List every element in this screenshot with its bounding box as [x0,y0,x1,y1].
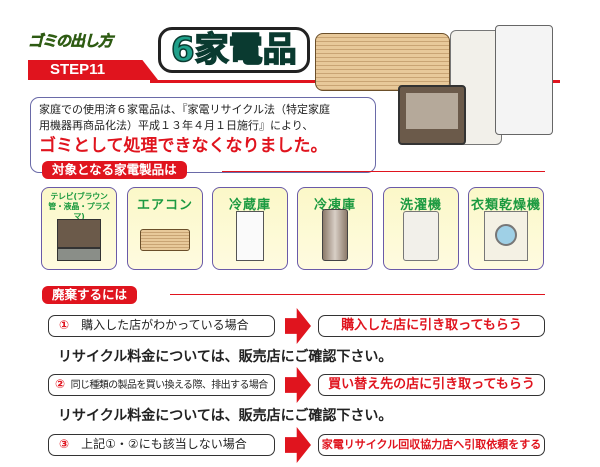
washing-machine-icon [403,211,439,261]
tv-icon [57,219,101,263]
case-number: ① [59,318,70,332]
target-item-washing-machine: 洗濯機 [383,187,459,270]
info-emphasis: ゴミとして処理できなくなりました。 [39,136,328,156]
condition-text: 上記①・②にも該当しない場合 [81,437,247,451]
info-line-2: 用機器再商品化法）平成１３年４月１日施行』により、 [39,119,314,132]
subtitle: ゴミの出し方 [28,32,114,51]
case-3-action: 家電リサイクル回収協力店へ引取依頼をする [318,434,545,456]
condition-text: 同じ種類の製品を買い換える際、排出する場合 [70,380,269,391]
item-label: 洗濯機 [399,198,442,213]
case-2-condition: ② 同じ種類の製品を買い換える際、排出する場合 [48,374,275,396]
divider [222,171,545,172]
item-label: エアコン [136,198,193,213]
info-line-1: 家庭での使用済６家電品は、『家電リサイクル法（特定家庭 [39,103,330,116]
arrow-right-icon [285,427,311,463]
target-item-clothes-dryer: 衣類乾燥機 [468,187,544,270]
air-conditioner-icon [140,229,190,251]
item-label: 冷蔵庫 [228,198,271,213]
appliances-illustration [310,25,560,160]
case-2-note: リサイクル料金については、販売店にご確認下さい。 [58,408,393,424]
case-number: ② [55,377,65,391]
target-item-air-conditioner: エアコン [127,187,203,270]
targets-heading: 対象となる家電製品は [42,161,187,179]
info-box: 家庭での使用済６家電品は、『家電リサイクル法（特定家庭 用機器再商品化法）平成１… [30,97,376,173]
item-label: テレビ(ブラウン管・液晶・プラズマ) [48,192,110,221]
case-1-note: リサイクル料金については、販売店にご確認下さい。 [58,349,393,365]
target-item-refrigerator: 冷蔵庫 [212,187,288,270]
refrigerator-icon [236,211,264,261]
case-2-action: 買い替え先の店に引き取ってもらう [318,374,545,396]
clothes-dryer-icon [484,211,528,261]
arrow-right-icon [285,308,311,344]
disposal-heading: 廃棄するには [42,286,138,304]
arrow-right-icon [285,367,311,403]
step-badge: STEP11 [28,60,158,80]
case-1-condition: ① 購入した店がわかっている場合 [48,315,275,337]
case-number: ③ [59,437,70,451]
target-item-freezer: 冷凍庫 [297,187,373,270]
condition-text: 購入した店がわかっている場合 [81,318,249,332]
air-conditioner-icon [315,33,450,91]
tv-icon [398,85,466,145]
item-label: 衣類乾燥機 [470,198,541,213]
target-item-tv: テレビ(ブラウン管・液晶・プラズマ) [41,187,117,270]
case-3-condition: ③ 上記①・②にも該当しない場合 [48,434,275,456]
case-1-action: 購入した店に引き取ってもらう [318,315,545,337]
page-title: 6家電品 [158,27,310,73]
refrigerator-icon [495,25,553,135]
freezer-icon [322,209,348,261]
divider [170,294,545,295]
